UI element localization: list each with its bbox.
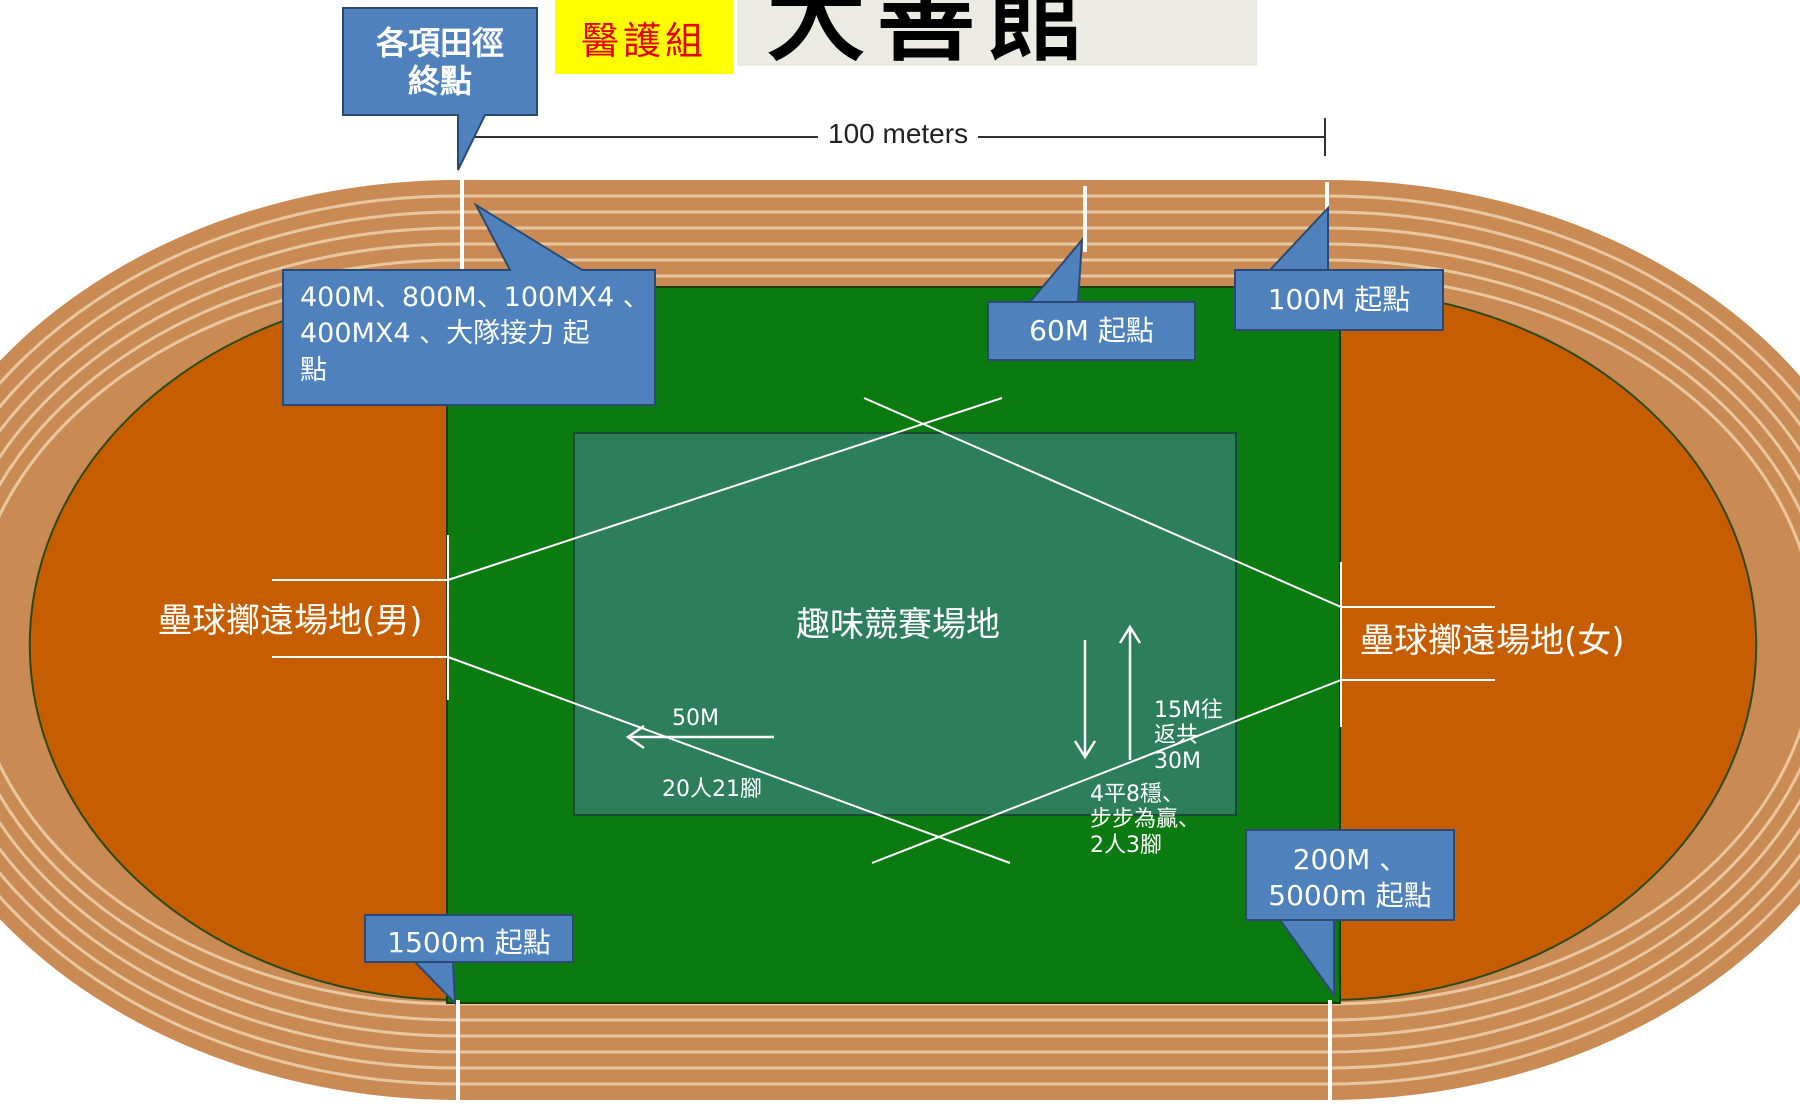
callout-60m-start: [987, 237, 1196, 361]
medical-team-label: 醫護組: [580, 18, 707, 63]
venue-title: 大善館: [767, 0, 1098, 66]
event-20p21l-label: 20人21腳: [662, 777, 762, 802]
start-200m-5000m-label: 200M 、 5000m 起點: [1268, 843, 1432, 913]
event-multi-label: 4平8穩、 步步為贏、 2人3腳: [1090, 782, 1201, 858]
start-400m-800m-relay-label: 400M、800M、100MX4 、 400MX4 、大隊接力 起 點: [300, 282, 650, 386]
distance-label: 100 meters: [818, 118, 979, 150]
softball-women-sector: [863, 397, 1495, 864]
finish-label: 各項田徑 終點: [375, 24, 504, 101]
start-1500m-label: 1500m 起點: [387, 926, 551, 959]
fun-area-label: 趣味競賽場地: [796, 605, 1000, 645]
start-100m-label: 100M 起點: [1267, 283, 1411, 316]
callout-finish: [342, 7, 538, 171]
callout-1500m-start: [364, 914, 574, 1006]
fun-event-arrows: [625, 624, 1142, 760]
fun-games-area: [573, 432, 1237, 816]
softball-women-label: 壘球擲遠場地(女): [1360, 621, 1625, 661]
callout-400m-start: [282, 202, 656, 406]
event-15m-return-label: 15M往 返共 30M: [1154, 698, 1223, 774]
callout-200m-start: [1245, 829, 1455, 999]
callout-100m-start: [1234, 205, 1444, 331]
softball-men-label: 壘球擲遠場地(男): [158, 601, 423, 641]
start-60m-label: 60M 起點: [1029, 314, 1154, 347]
event-50m-label: 50M: [672, 706, 719, 731]
softball-men-sector: [272, 397, 1011, 864]
medical-team-tag: 醫護組: [555, 0, 733, 74]
venue-title-banner: 大善館: [737, 0, 1257, 66]
